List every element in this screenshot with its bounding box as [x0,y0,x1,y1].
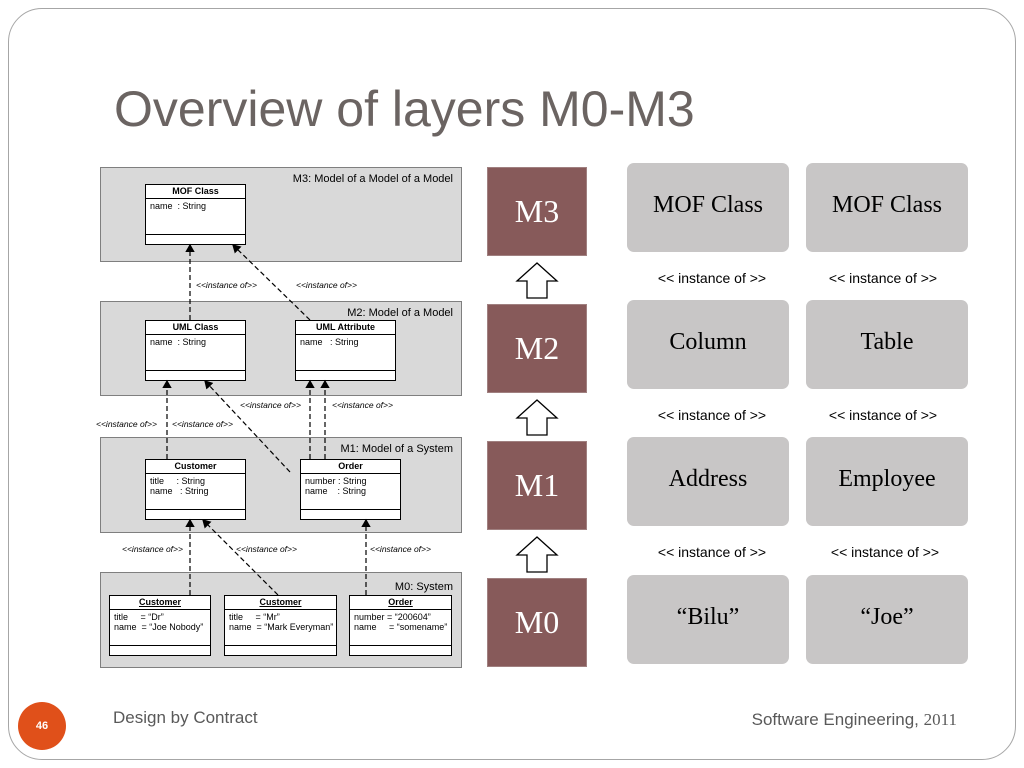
instance-label: << instance of >> [828,407,938,423]
footer-left-text: Design by Contract [113,708,258,727]
instance-of-label: <<instance of>> [236,544,297,554]
layer-m3-label: M3: Model of a Model of a Model [292,173,453,185]
instance-label: << instance of >> [657,270,767,286]
layer-box-m1: M1 [487,441,587,530]
uml-box-title: Customer [146,460,245,474]
uml-box-uml-class: UML Class name : String [145,320,246,381]
instance-of-label: <<instance of>> [240,400,301,410]
footer-right-text: Software Engineering, 2011 [752,710,957,730]
cell-m2-left: Column [627,300,789,389]
instance-label: << instance of >> [828,270,938,286]
cell-m0-left: “Bilu” [627,575,789,664]
instance-of-label: <<instance of>> [172,419,233,429]
uml-box-title: Customer [225,596,336,610]
cell-m1-right: Employee [806,437,968,526]
cell-m1-left: Address [627,437,789,526]
instance-of-label: <<instance of>> [96,419,157,429]
instance-label: << instance of >> [657,407,767,423]
layer-box-m3: M3 [487,167,587,256]
footer-year: 2011 [923,710,957,729]
uml-object-customer-2: Customer title = “Mr” name = “Mark Every… [224,595,337,656]
slide-frame [8,8,1016,760]
uml-box-customer: Customer title : String name : String [145,459,246,520]
uml-box-title: UML Class [146,321,245,335]
uml-object-customer-1: Customer title = “Dr” name = “Joe Nobody… [109,595,211,656]
uml-box-attrs: title = “Mr” name = “Mark Everyman” [229,612,334,632]
uml-box-title: Order [350,596,451,610]
uml-box-title: Order [301,460,400,474]
uml-box-mof-class: MOF Class name : String [145,184,246,245]
uml-box-uml-attribute: UML Attribute name : String [295,320,396,381]
slide-title: Overview of layers M0-M3 [114,81,695,137]
uml-object-order: Order number = “200604” name = “somename… [349,595,452,656]
layer-box-m2: M2 [487,304,587,393]
page-number-badge: 46 [18,702,66,750]
uml-box-title: MOF Class [146,185,245,199]
uml-box-title: Customer [110,596,210,610]
uml-box-attrs: title = “Dr” name = “Joe Nobody” [114,612,204,632]
layer-m2-label: M2: Model of a Model [347,307,453,319]
instance-of-label: <<instance of>> [332,400,393,410]
layer-m1-label: M1: Model of a System [340,443,454,455]
instance-of-label: <<instance of>> [296,280,357,290]
uml-box-attrs: name : String [300,337,359,347]
layer-box-m0: M0 [487,578,587,667]
uml-box-order: Order number : String name : String [300,459,401,520]
instance-label: << instance of >> [830,544,940,560]
instance-of-label: <<instance of>> [122,544,183,554]
cell-m2-right: Table [806,300,968,389]
footer-course: Software Engineering, [751,710,924,729]
instance-of-label: <<instance of>> [370,544,431,554]
layer-m0-label: M0: System [394,581,453,593]
uml-box-title: UML Attribute [296,321,395,335]
instance-of-label: <<instance of>> [196,280,257,290]
uml-box-attrs: name : String [150,201,207,211]
uml-box-attrs: number = “200604” name = “somename” [354,612,448,632]
uml-box-attrs: number : String name : String [305,476,367,496]
instance-label: << instance of >> [657,544,767,560]
uml-box-attrs: name : String [150,337,207,347]
cell-m0-right: “Joe” [806,575,968,664]
cell-m3-left: MOF Class [627,163,789,252]
uml-box-attrs: title : String name : String [150,476,209,496]
cell-m3-right: MOF Class [806,163,968,252]
